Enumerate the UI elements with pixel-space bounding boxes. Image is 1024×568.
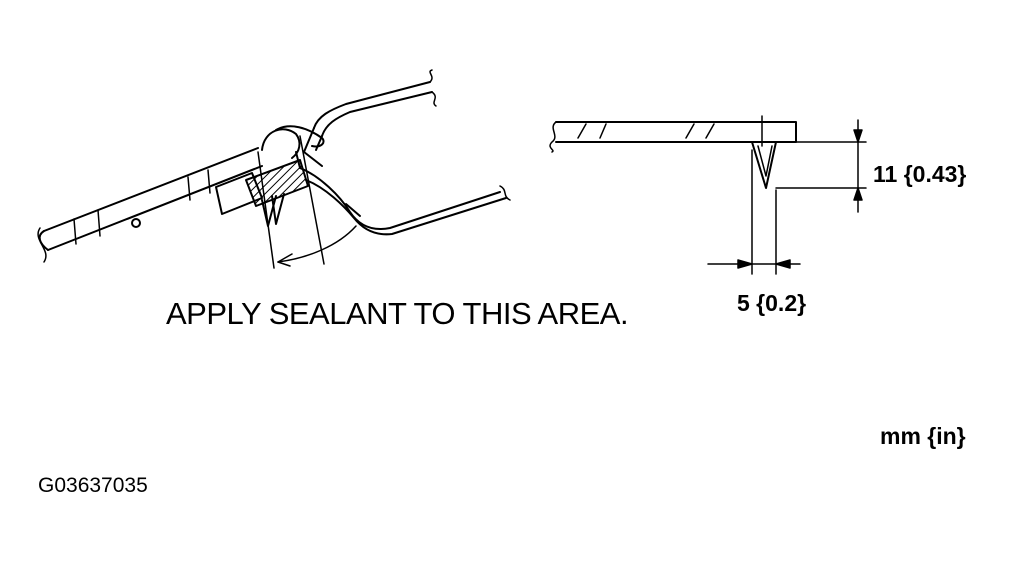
width-dimension-label: 5 {0.2} — [737, 290, 807, 316]
units-label: mm {in} — [880, 423, 966, 449]
lower-panel — [37, 147, 263, 263]
sealant-area — [245, 159, 309, 227]
right-section-view — [549, 115, 867, 275]
upper-plate — [549, 115, 797, 153]
left-section-view — [37, 69, 511, 269]
sealant-bead — [751, 141, 777, 189]
height-dimension-label: 11 {0.43} — [873, 161, 967, 187]
measure-arc-arrow — [257, 135, 357, 269]
sealant-note: APPLY SEALANT TO THIS AREA. — [166, 296, 629, 331]
figure-code: G03637035 — [38, 474, 148, 497]
lower-right-panel — [299, 167, 511, 236]
clip-hole-icon — [131, 218, 141, 228]
upper-door-skin — [303, 69, 437, 167]
height-dimension — [775, 119, 867, 213]
width-dimension — [707, 149, 801, 275]
